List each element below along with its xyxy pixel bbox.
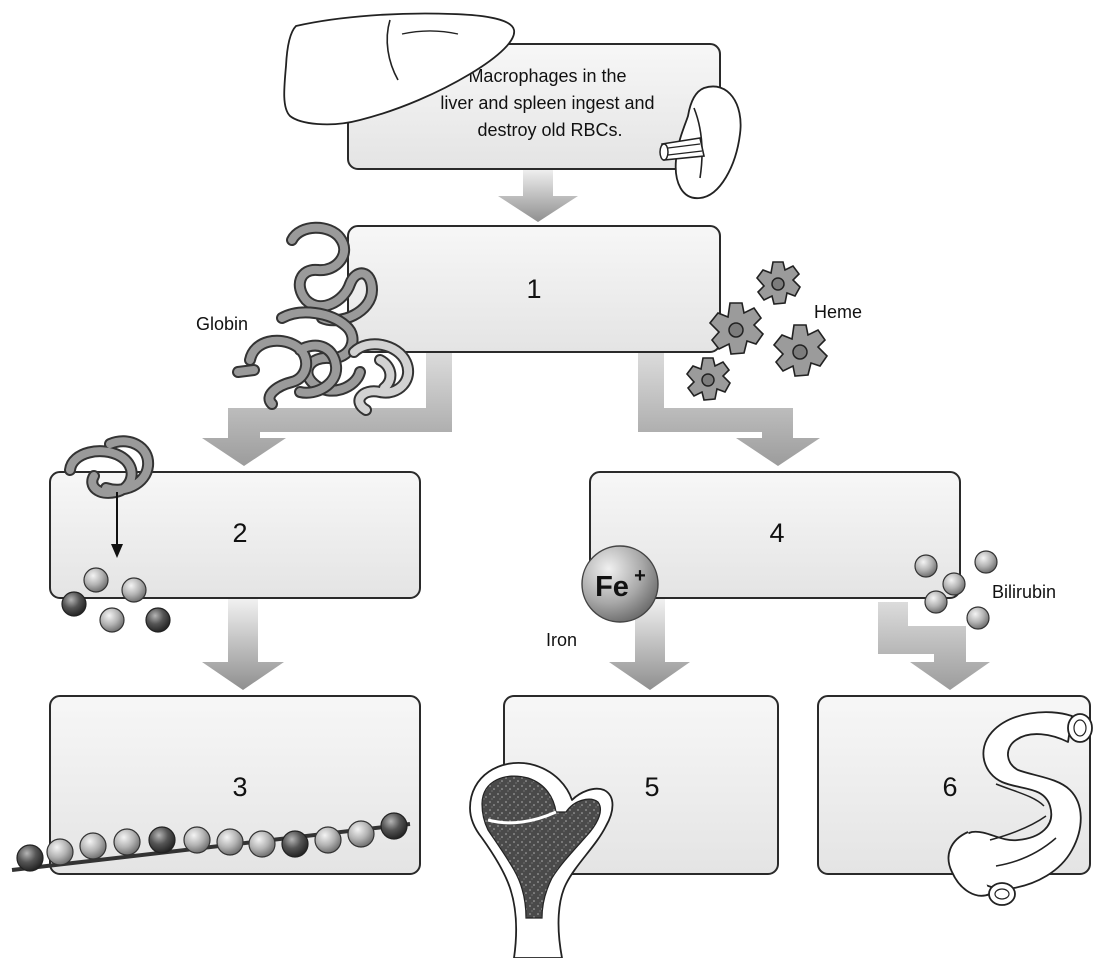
arrow-1-to-4 xyxy=(638,352,820,466)
step-2-box xyxy=(49,471,421,599)
step-3-number: 3 xyxy=(232,772,247,802)
iron-symbol: Fe xyxy=(595,571,629,603)
iron-ion-icon: Fe + xyxy=(581,545,659,623)
iron-label: Iron xyxy=(546,630,577,650)
step-2-number: 2 xyxy=(232,518,247,548)
step-1-number: 1 xyxy=(526,274,541,304)
arrow-4-to-5 xyxy=(609,598,690,690)
intro-text: Macrophages in the liver and spleen inge… xyxy=(440,66,659,140)
step-5-number: 5 xyxy=(644,772,659,802)
flow-arrows xyxy=(202,168,990,690)
arrow-intro-to-1 xyxy=(498,168,578,222)
step-4-number: 4 xyxy=(769,518,784,548)
globin-protein-icon xyxy=(232,221,414,416)
spleen-icon xyxy=(659,85,742,199)
arrow-4-to-6 xyxy=(878,602,990,690)
intestine-icon xyxy=(947,711,1093,906)
liver-icon xyxy=(283,12,515,126)
intro-line-2: liver and spleen ingest and xyxy=(440,93,654,113)
intro-line-3: destroy old RBCs. xyxy=(477,120,622,140)
heme-label: Heme xyxy=(814,302,862,322)
breakdown-arrow xyxy=(111,492,123,558)
iron-charge: + xyxy=(634,565,646,587)
arrow-2-to-3 xyxy=(202,598,284,690)
bone-icon xyxy=(469,762,614,958)
amino-acid-chain-icon xyxy=(11,812,411,872)
heme-molecule-icon xyxy=(685,261,829,401)
arrow-1-to-2 xyxy=(202,352,452,466)
bilirubin-molecule-icon xyxy=(914,550,998,630)
globin-label: Globin xyxy=(196,314,248,334)
amino-acid-icon xyxy=(61,567,171,633)
globin-protein-icon xyxy=(64,435,154,499)
step-4-box xyxy=(589,471,961,599)
bilirubin-label: Bilirubin xyxy=(992,582,1056,602)
step-6-number: 6 xyxy=(942,772,957,802)
intro-line-1: Macrophages in the xyxy=(468,66,626,86)
